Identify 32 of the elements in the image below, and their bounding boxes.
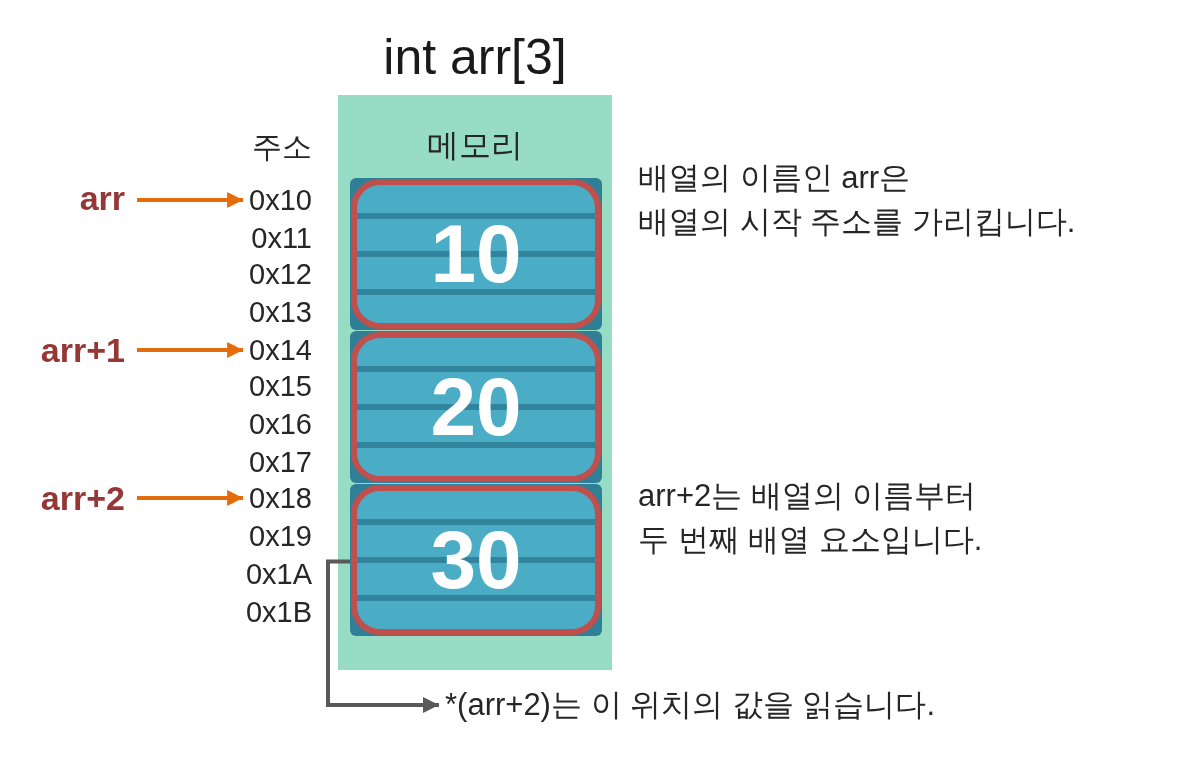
address-label: 0x14: [249, 333, 312, 367]
arrow: [137, 342, 244, 358]
column-heading: 주소: [252, 129, 312, 165]
note-text: arr+2는 배열의 이름부터 두 번째 배열 요소입니다.: [638, 477, 983, 559]
address-label: 0x1B: [245, 595, 312, 629]
pointer-label: arr: [79, 178, 125, 218]
note-text: 배열의 이름인 arr은 배열의 시작 주소를 가리킵니다.: [638, 159, 1076, 241]
leader-arrow: [326, 559, 439, 713]
cell-value: 30: [430, 519, 522, 601]
pointer-label: arr+1: [40, 330, 125, 370]
arrow: [137, 490, 244, 506]
diagram-title: int arr[3]: [383, 28, 567, 86]
memory-cell: [350, 331, 602, 483]
address-label: 0x13: [249, 295, 312, 329]
address-label: 0x1A: [245, 557, 312, 591]
address-label: 0x19: [249, 519, 312, 553]
address-label: 0x12: [249, 257, 312, 291]
pointer-label: arr+2: [40, 478, 125, 518]
arrow: [137, 192, 244, 208]
callout-text: *(arr+2)는 이 위치의 값을 읽습니다.: [445, 685, 935, 725]
memory-cell: [350, 178, 602, 330]
memory-panel: [338, 95, 612, 670]
panel-heading: 메모리: [427, 126, 523, 165]
address-label: 0x17: [249, 445, 312, 479]
cell-value: 10: [430, 213, 522, 295]
cell-value: 20: [430, 366, 522, 448]
address-label: 0x15: [249, 369, 312, 403]
address-label: 0x10: [249, 183, 312, 217]
address-label: 0x11: [251, 221, 312, 255]
memory-cell: [350, 484, 602, 636]
address-label: 0x16: [249, 407, 312, 441]
address-label: 0x18: [249, 481, 312, 515]
